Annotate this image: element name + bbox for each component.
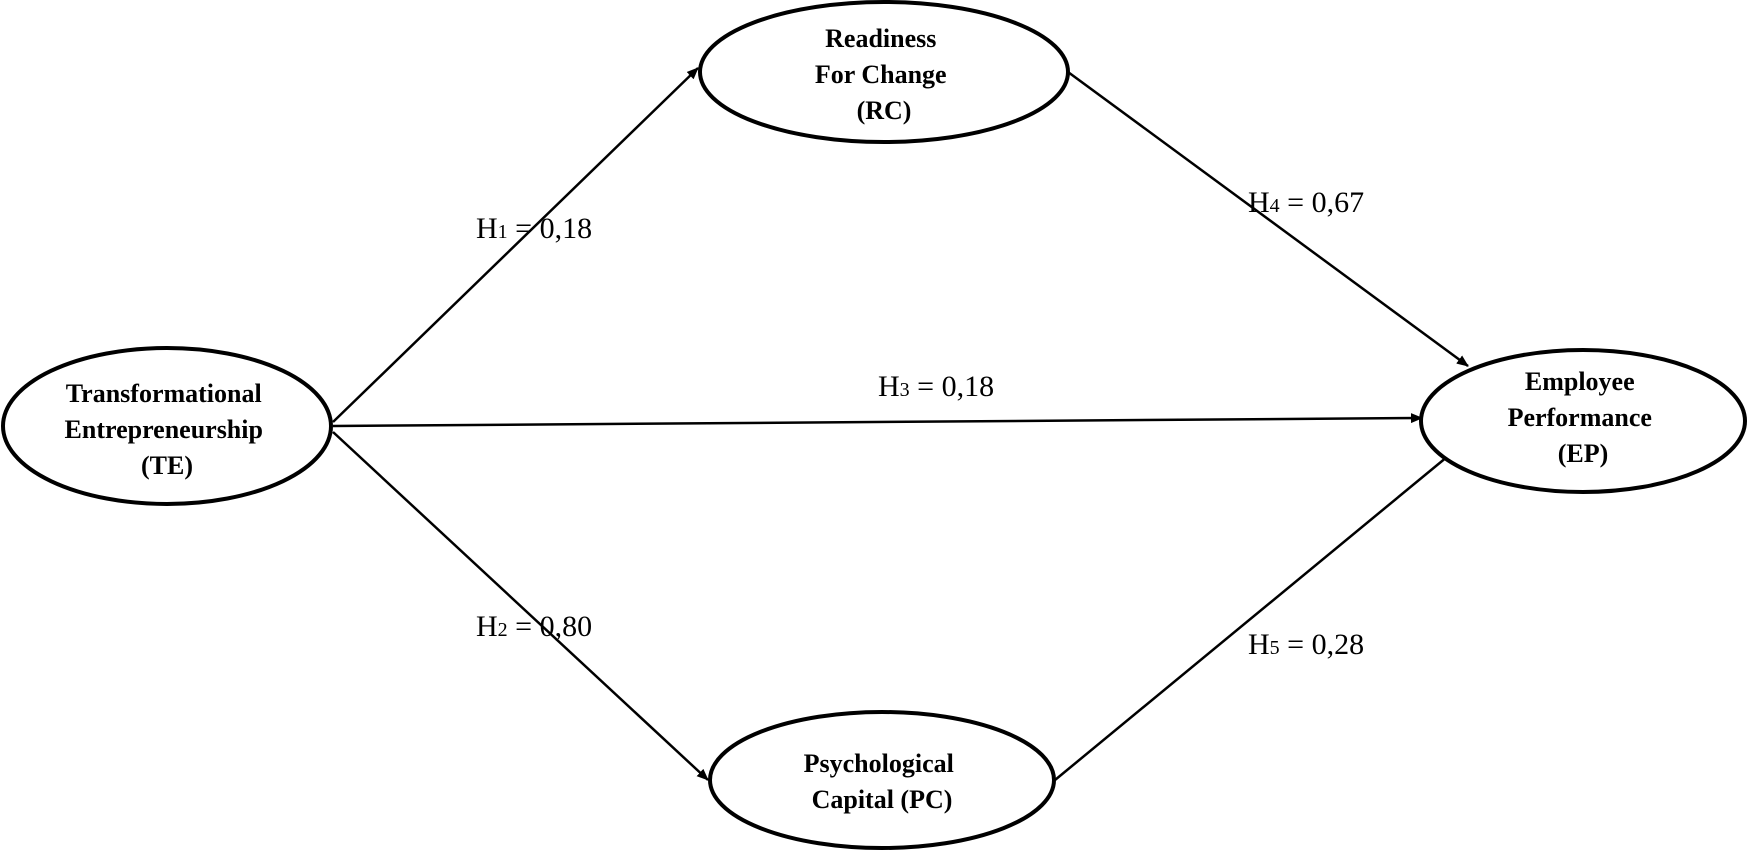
node-rc-ellipse [698,0,1070,144]
edge-rc-ep [1067,70,1469,368]
node-ep-label: Employee Performance (EP) [1508,367,1659,468]
edge-te-ep [332,413,1423,428]
edge-te-pc [332,431,709,781]
edge-pc-ep [1054,437,1471,781]
node-rc: Readiness For Change (RC) [698,0,1070,144]
node-te-label: Transformational Entrepreneurship (TE) [65,379,270,480]
label-h5: H5 = 0,28 [1248,628,1364,661]
node-pc-ellipse [708,710,1056,850]
node-pc: Psychological Capital (PC) [708,710,1056,850]
node-ep: Employee Performance (EP) [1419,348,1747,494]
node-te: Transformational Entrepreneurship (TE) [1,346,333,506]
node-ep-ellipse [1419,348,1747,494]
label-h4: H4 = 0,67 [1248,186,1364,219]
node-te-ellipse [1,346,333,506]
label-h3: H3 = 0,18 [878,370,994,403]
node-pc-label: Psychological Capital (PC) [804,749,961,814]
edges [332,67,1471,781]
edge-labels: H1 = 0,18 H2 = 0,80 H3 = 0,18 H4 = 0,67 … [476,186,1364,661]
label-h2: H2 = 0,80 [476,610,592,643]
node-rc-label: Readiness For Change (RC) [815,24,953,125]
edge-te-rc [332,67,699,423]
label-h1: H1 = 0,18 [476,212,592,245]
